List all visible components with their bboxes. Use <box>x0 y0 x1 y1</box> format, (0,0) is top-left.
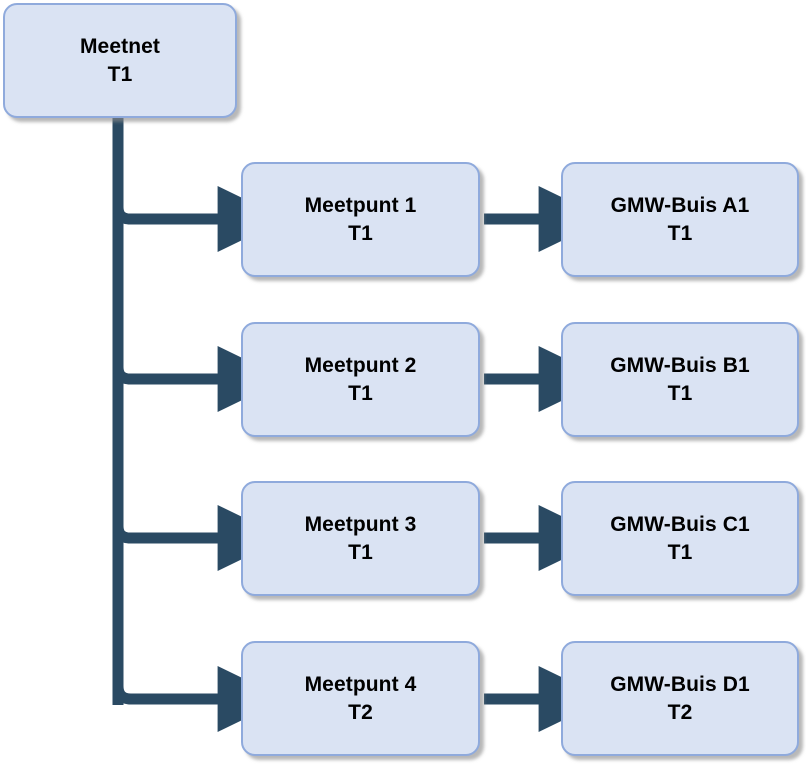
node-gmw-buis-c1-label: GMW-Buis C1 <box>610 512 750 536</box>
node-gmw-buis-a1[interactable]: GMW-Buis A1 T1 <box>561 162 799 277</box>
node-gmw-buis-d1-version: T2 <box>667 700 693 724</box>
node-gmw-buis-a1-version: T1 <box>667 221 693 245</box>
edge-meetnet-meetpunt-4 <box>112 666 286 732</box>
node-meetnet-version: T1 <box>107 62 133 86</box>
node-meetpunt-4[interactable]: Meetpunt 4 T2 <box>241 641 480 756</box>
node-meetpunt-1[interactable]: Meetpunt 1 T1 <box>241 162 480 277</box>
node-meetnet-label: Meetnet <box>79 34 161 58</box>
node-meetnet[interactable]: Meetnet T1 <box>3 3 237 118</box>
node-gmw-buis-b1-version: T1 <box>667 381 693 405</box>
node-meetpunt-3-label: Meetpunt 3 <box>304 512 417 536</box>
node-meetpunt-3[interactable]: Meetpunt 3 T1 <box>241 481 480 596</box>
edge-meetnet-meetpunt-3 <box>112 505 286 571</box>
node-meetpunt-1-label: Meetpunt 1 <box>304 193 417 217</box>
node-gmw-buis-b1[interactable]: GMW-Buis B1 T1 <box>561 322 799 437</box>
node-meetpunt-2[interactable]: Meetpunt 2 T1 <box>241 322 480 437</box>
node-gmw-buis-c1-version: T1 <box>667 540 693 564</box>
edge-meetnet-meetpunt-2 <box>112 346 286 412</box>
node-gmw-buis-d1[interactable]: GMW-Buis D1 T2 <box>561 641 799 756</box>
edge-meetnet-meetpunt-1 <box>112 186 286 252</box>
node-gmw-buis-a1-label: GMW-Buis A1 <box>610 193 750 217</box>
node-meetpunt-2-label: Meetpunt 2 <box>304 353 417 377</box>
node-meetpunt-4-label: Meetpunt 4 <box>304 672 417 696</box>
node-meetpunt-2-version: T1 <box>348 381 373 405</box>
node-gmw-buis-d1-label: GMW-Buis D1 <box>610 672 750 696</box>
node-meetpunt-3-version: T1 <box>348 540 373 564</box>
node-meetpunt-1-version: T1 <box>348 221 373 245</box>
node-gmw-buis-b1-label: GMW-Buis B1 <box>610 353 750 377</box>
node-gmw-buis-c1[interactable]: GMW-Buis C1 T1 <box>561 481 799 596</box>
node-meetpunt-4-version: T2 <box>348 700 373 724</box>
